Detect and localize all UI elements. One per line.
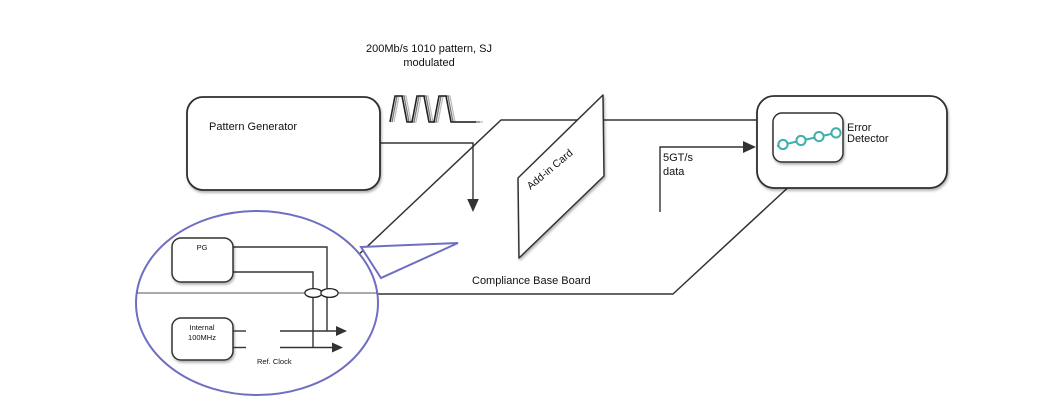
error-detector-box: Error Detector	[756, 95, 948, 189]
detector-trace-node1	[777, 138, 789, 151]
bubble-callout-pointer	[359, 242, 459, 280]
waveform-trace-echo2	[393, 95, 483, 123]
caption: 200Mb/s 1010 pattern, SJ modulated	[366, 43, 492, 69]
ref-clock-label: Ref. Clock	[257, 357, 292, 366]
pg-output-line	[375, 142, 479, 212]
refclk-arrowhead-bottom-icon	[332, 342, 343, 353]
bubble-outline	[135, 210, 379, 396]
bubble-internal-clock-box: Internal 100MHz	[171, 317, 234, 361]
caption-line2: modulated	[403, 57, 454, 69]
detector-icon	[772, 112, 844, 163]
bubble-pg-label: PG	[197, 243, 208, 252]
down-arrowhead-icon	[467, 199, 479, 212]
detector-trace-node3	[813, 131, 825, 143]
refclk-arrowhead-top-icon	[336, 326, 347, 336]
caption-line1: 200Mb/s 1010 pattern, SJ	[366, 43, 492, 55]
pg-output-polyline	[375, 142, 474, 200]
connector-ring-left	[304, 287, 323, 299]
add-in-card-outline	[517, 94, 605, 259]
board-label: Compliance Base Board	[472, 275, 591, 287]
compliance-base-board	[316, 119, 862, 295]
ref-clock-arrows	[280, 326, 347, 353]
pattern-generator-outline	[186, 96, 381, 191]
internal-clock-stubs	[233, 330, 246, 349]
5gts-data-arrow: 5GT/s data	[659, 141, 756, 212]
pattern-generator-label: Pattern Generator	[209, 121, 297, 133]
bubble-internal-outline	[171, 317, 234, 361]
detector-trace-node2	[795, 134, 807, 147]
detector-trace-node4	[830, 127, 842, 139]
error-detector-label-line1: Error	[847, 122, 872, 134]
bubble-internal-label-line2: 100MHz	[188, 333, 216, 342]
right-arrowhead-icon	[743, 141, 756, 153]
board-outline	[316, 119, 862, 295]
waveform-trace-echo1	[391, 95, 480, 123]
5gts-label-line2: data	[663, 166, 685, 178]
bubble-internal-label-line1: Internal	[189, 323, 214, 332]
connector-rings-icon	[304, 287, 339, 299]
connector-ring-right	[320, 287, 339, 299]
zoom-bubble: PG Internal 100MHz Ref. Clock	[135, 210, 459, 396]
detector-icon-frame	[772, 112, 844, 163]
pg-refclk-line-a	[233, 246, 328, 331]
5gts-polyline	[659, 146, 744, 212]
error-detector-label-line2: Detector	[847, 133, 889, 145]
waveform-trace-main	[389, 95, 476, 123]
bubble-pg-outline	[171, 237, 234, 283]
bubble-pg-box: PG	[171, 237, 234, 283]
pg-refclk-line-b	[233, 271, 314, 348]
5gts-label-line1: 5GT/s	[663, 152, 693, 164]
pattern-generator-box: Pattern Generator	[186, 96, 381, 191]
waveform-icon	[389, 95, 483, 123]
add-in-card: Add-in Card	[517, 94, 605, 259]
bubble-pg-routing	[233, 246, 328, 348]
